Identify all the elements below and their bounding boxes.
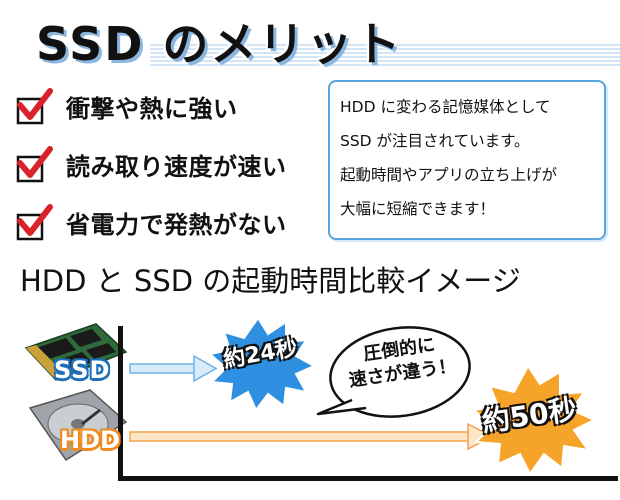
speech-bubble-text: 圧倒的に 速さが違う！ <box>343 331 459 394</box>
hdd-time-label: 約50秒 <box>479 392 579 439</box>
hdd-drive-icon <box>28 389 128 462</box>
ssd-arrow-shaft <box>129 363 197 374</box>
chart-y-axis <box>118 326 123 480</box>
title-underline-stripe <box>150 44 620 66</box>
info-line: 大幅に短縮できます！ <box>340 200 496 218</box>
info-line: 起動時間やアプリの立ち上げが <box>340 166 558 184</box>
checkbox-check-icon <box>16 146 53 183</box>
ssd-label: SSD <box>54 356 111 384</box>
merits-list: 衝撃や熱に強い 読み取り速度が速い 省電力で発熱がない <box>16 84 326 258</box>
merit-item: 省電力で発熱がない <box>16 200 326 244</box>
info-box: HDD に変わる記憶媒体として SSD が注目されています。 起動時間やアプリの… <box>328 80 606 240</box>
header: SSD のメリット <box>0 0 620 71</box>
merit-text: 省電力で発熱がない <box>66 210 287 239</box>
ssd-board-icon <box>24 323 128 381</box>
comparison-title: HDD と SSD の起動時間比較イメージ <box>20 264 521 298</box>
info-line: HDD に変わる記憶媒体として <box>340 98 551 116</box>
chart-x-axis <box>118 476 618 481</box>
hdd-label: HDD <box>60 426 120 454</box>
checkbox-check-icon <box>16 88 53 125</box>
checkbox-check-icon <box>16 204 53 241</box>
hdd-arrow-shaft <box>129 431 471 442</box>
page-title: SSD のメリット <box>36 17 403 71</box>
ssd-time-label: 約24秒 <box>221 335 300 374</box>
merit-item: 衝撃や熱に強い <box>16 84 326 128</box>
merit-item: 読み取り速度が速い <box>16 142 326 186</box>
merit-text: 読み取り速度が速い <box>66 152 287 181</box>
merit-text: 衝撃や熱に強い <box>66 94 238 123</box>
info-line: SSD が注目されています。 <box>340 132 530 150</box>
